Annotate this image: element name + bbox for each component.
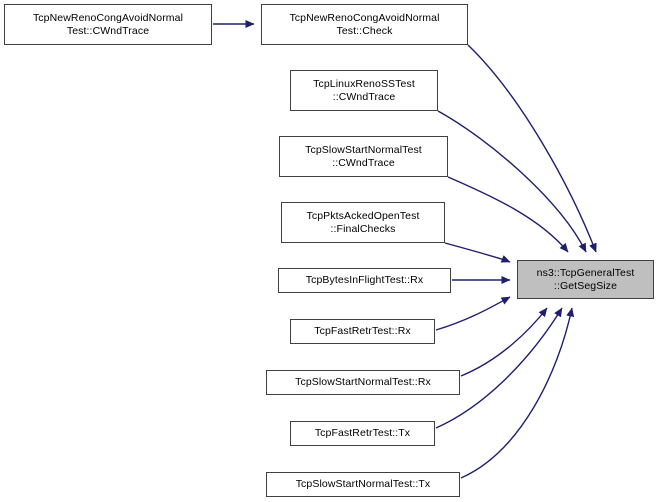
node-tcppktsackedopentest-finalchecks[interactable]: TcpPktsAckedOpenTest ::FinalChecks bbox=[281, 202, 445, 243]
edge-slowstart-cwndtrace-to-getsegsize bbox=[447, 176, 569, 253]
node-label: ns3::TcpGeneralTest ::GetSegSize bbox=[536, 266, 635, 292]
edge-slowstart-tx-to-getsegsize bbox=[460, 307, 575, 479]
node-label: TcpPktsAckedOpenTest ::FinalChecks bbox=[306, 209, 420, 235]
node-tcpfastretrtest-tx[interactable]: TcpFastRetrTest::Tx bbox=[290, 421, 435, 446]
node-label: TcpBytesInFlightTest::Rx bbox=[305, 274, 424, 286]
node-label: TcpLinuxRenoSSTest ::CWndTrace bbox=[313, 77, 415, 103]
node-label: TcpSlowStartNormalTest ::CWndTrace bbox=[305, 143, 422, 169]
node-tcpbytesinflighttest-rx[interactable]: TcpBytesInFlightTest::Rx bbox=[278, 268, 451, 293]
node-tcpslowstartnormaltest-tx[interactable]: TcpSlowStartNormalTest::Tx bbox=[266, 472, 460, 497]
node-label: TcpNewRenoCongAvoidNormal Test::CWndTrac… bbox=[32, 11, 184, 37]
node-tcplinuxrenossstest-cwndtrace[interactable]: TcpLinuxRenoSSTest ::CWndTrace bbox=[290, 70, 438, 111]
node-tcpnewrenocongavoidnormaltest-check[interactable]: TcpNewRenoCongAvoidNormal Test::Check bbox=[261, 4, 468, 45]
node-tcpslowstartnormaltest-cwndtrace[interactable]: TcpSlowStartNormalTest ::CWndTrace bbox=[279, 136, 448, 177]
edge-fastretr-rx-to-getsegsize bbox=[435, 296, 511, 331]
node-label: TcpSlowStartNormalTest::Tx bbox=[295, 478, 431, 490]
node-label: TcpFastRetrTest::Tx bbox=[314, 427, 411, 439]
edge-slowstart-rx-to-getsegsize bbox=[460, 307, 548, 377]
edge-linuxrenoss-to-getsegsize bbox=[437, 110, 587, 253]
node-label: TcpNewRenoCongAvoidNormal Test::Check bbox=[289, 11, 440, 37]
node-label: TcpSlowStartNormalTest::Rx bbox=[295, 376, 431, 388]
edge-pktsackedopen-to-getsegsize bbox=[444, 242, 511, 263]
edge-check-to-getsegsize bbox=[467, 44, 597, 253]
node-label: TcpFastRetrTest::Rx bbox=[314, 325, 411, 337]
node-tcpslowstartnormaltest-rx[interactable]: TcpSlowStartNormalTest::Rx bbox=[266, 370, 460, 395]
node-ns3-tcpgeneraltest-getsegsize[interactable]: ns3::TcpGeneralTest ::GetSegSize bbox=[517, 260, 654, 299]
edge-fastretr-tx-to-getsegsize bbox=[435, 307, 563, 429]
node-tcpnewrenocongavoidnormaltest-cwndtrace[interactable]: TcpNewRenoCongAvoidNormal Test::CWndTrac… bbox=[4, 4, 212, 45]
node-tcpfastretrtest-rx[interactable]: TcpFastRetrTest::Rx bbox=[290, 319, 435, 344]
